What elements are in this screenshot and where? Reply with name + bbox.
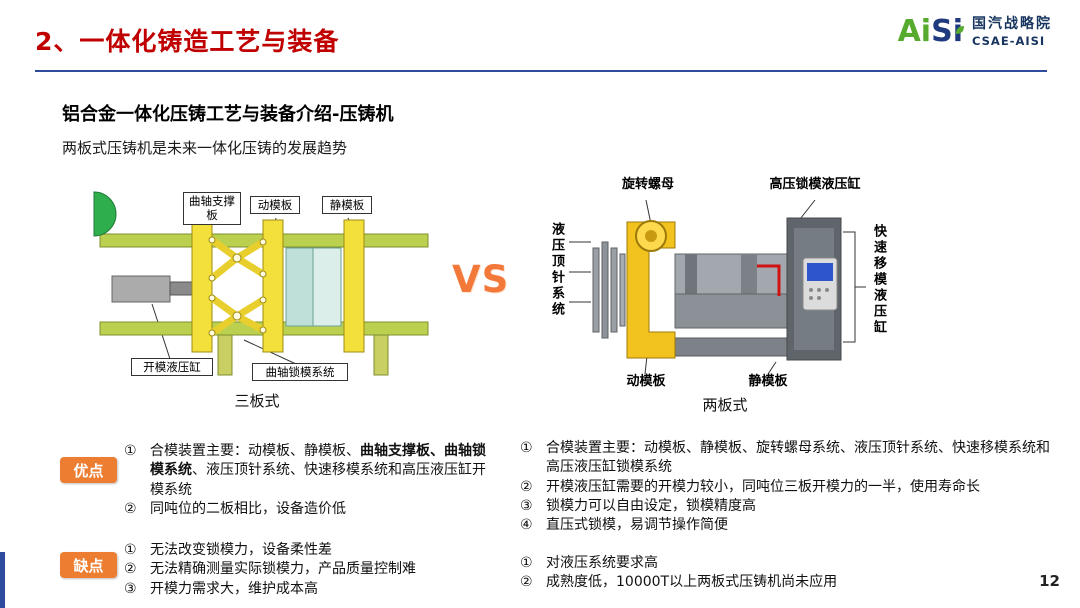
brand-letter: A bbox=[897, 13, 921, 49]
leaf-icon bbox=[955, 11, 965, 41]
label-static-platen: 静模板 bbox=[322, 196, 372, 215]
static-platen-shape bbox=[343, 219, 365, 353]
vs-label: VS bbox=[452, 258, 510, 301]
list-item: ③ 锁模力可以自由设定，锁模精度高 bbox=[520, 497, 1050, 516]
label-moving-platen: 动模板 bbox=[626, 374, 666, 389]
list-item: ② 同吨位的二板相比，设备造价低 bbox=[124, 500, 486, 519]
item-number: ③ bbox=[520, 497, 533, 514]
label-crank-lock-system: 曲轴锁模系统 bbox=[252, 363, 348, 382]
item-text: 成熟度低，10000T以上两板式压铸机尚未应用 bbox=[546, 574, 838, 591]
mold-half bbox=[312, 247, 342, 327]
item-number: ③ bbox=[124, 580, 137, 597]
label-moving-platen: 动模板 bbox=[250, 196, 300, 215]
control-panel bbox=[802, 257, 838, 311]
aisi-logo: AiSi bbox=[897, 13, 964, 49]
item-text-bold: 曲轴支撑板、曲轴锁模系统 bbox=[150, 443, 486, 479]
item-text: 无法精确测量实际锁模力，产品质量控制难 bbox=[150, 561, 416, 578]
section-heading: 铝合金一体化压铸工艺与装备介绍-压铸机 bbox=[62, 104, 394, 125]
two-plate-caption: 两板式 bbox=[702, 396, 748, 414]
list-item: ① 合模装置主要：动模板、静模板、旋转螺母系统、液压顶针系统、快速移模系统和高压… bbox=[520, 439, 1050, 478]
item-text-part: 合模装置主要：动模板、静模板、 bbox=[150, 443, 360, 459]
item-number: ④ bbox=[520, 517, 533, 534]
section-subtitle: 两板式压铸机是未来一体化压铸的发展趋势 bbox=[62, 139, 348, 157]
label-crank-support-plate: 曲轴支撑板 bbox=[183, 192, 241, 225]
org-text: 国汽战略院 CSAE-AISI bbox=[972, 16, 1052, 48]
open-cylinder-shape bbox=[111, 275, 171, 303]
org-abbr: CSAE-AISI bbox=[972, 33, 1046, 48]
item-text: 同吨位的二板相比，设备造价低 bbox=[150, 500, 346, 517]
cons-badge: 缺点 bbox=[60, 552, 117, 578]
item-text: 无法改变锁模力，设备柔性差 bbox=[150, 542, 332, 558]
item-number: ② bbox=[520, 574, 533, 591]
item-text: 合模装置主要：动模板、静模板、旋转螺母系统、液压顶针系统、快速移模系统和高压液压… bbox=[546, 440, 1050, 476]
header-divider bbox=[35, 70, 1047, 72]
two-plate-diagram: 旋转螺母 高压锁模液压缸 液压顶针系统 快速移模液压缸 动模板 静模板 两板式 bbox=[535, 170, 915, 414]
item-number: ① bbox=[124, 443, 137, 459]
mold-half bbox=[285, 247, 314, 327]
item-text: 锁模力可以自由设定，锁模精度高 bbox=[546, 497, 756, 514]
hydraulic-line bbox=[757, 264, 781, 296]
pros-left-list: ① 合模装置主要：动模板、静模板、曲轴支撑板、曲轴锁模系统、液压顶针系统、快速移… bbox=[124, 442, 486, 519]
label-fast-move-cylinder: 快速移模液压缸 bbox=[871, 224, 886, 336]
three-plate-caption: 三板式 bbox=[234, 392, 280, 410]
list-item: ① 无法改变锁模力，设备柔性差 bbox=[124, 541, 486, 560]
list-item: ② 无法精确测量实际锁模力，产品质量控制难 bbox=[124, 560, 486, 579]
left-edge-accent bbox=[0, 552, 5, 608]
list-item: ② 开模液压缸需要的开模力较小，同吨位三板开模力的一半，使用寿命长 bbox=[520, 478, 1050, 497]
list-item: ③ 开模力需求大，维护成本高 bbox=[124, 580, 486, 599]
item-text: 开模力需求大，维护成本高 bbox=[150, 580, 318, 597]
cons-right-list: ① 对液压系统要求高 ② 成熟度低，10000T以上两板式压铸机尚未应用 bbox=[520, 554, 1050, 593]
item-number: ② bbox=[520, 478, 533, 495]
moving-platen-shape bbox=[262, 219, 284, 353]
item-number: ② bbox=[124, 500, 137, 517]
list-item: ② 成熟度低，10000T以上两板式压铸机尚未应用 bbox=[520, 573, 1050, 592]
item-text-part: 、液压顶针系统、快速移模系统和高压液压缸开模系统 bbox=[150, 462, 486, 498]
list-item: ④ 直压式锁模，易调节操作简便 bbox=[520, 516, 1050, 535]
label-rotating-nut: 旋转螺母 bbox=[621, 177, 674, 192]
three-plate-machine-art bbox=[93, 191, 429, 376]
brand-letter: i bbox=[920, 13, 932, 49]
item-number: ① bbox=[124, 542, 137, 558]
item-number: ① bbox=[520, 440, 533, 456]
slide-title: 2、一体化铸造工艺与装备 bbox=[35, 27, 340, 56]
label-static-platen: 静模板 bbox=[748, 374, 788, 389]
brand-letter: S bbox=[931, 13, 953, 49]
pros-badge: 优点 bbox=[60, 457, 117, 483]
org-logo: AiSi 国汽战略院 CSAE-AISI bbox=[898, 16, 1052, 48]
pros-right-list: ① 合模装置主要：动模板、静模板、旋转螺母系统、液压顶针系统、快速移模系统和高压… bbox=[520, 439, 1050, 536]
item-number: ① bbox=[520, 555, 533, 571]
three-plate-diagram: 曲轴支撑板 动模板 静模板 开模液压缸 曲轴锁模系统 三板式 bbox=[82, 170, 432, 410]
injection-unit bbox=[93, 191, 117, 237]
item-text: 合模装置主要：动模板、静模板、曲轴支撑板、曲轴锁模系统、液压顶针系统、快速移模系… bbox=[150, 442, 486, 500]
cons-left-list: ① 无法改变锁模力，设备柔性差 ② 无法精确测量实际锁模力，产品质量控制难 ③ … bbox=[124, 541, 486, 599]
two-plate-machine-art bbox=[569, 199, 866, 375]
c-frame bbox=[626, 221, 676, 359]
list-item: ① 合模装置主要：动模板、静模板、曲轴支撑板、曲轴锁模系统、液压顶针系统、快速移… bbox=[124, 442, 486, 500]
page-number: 12 bbox=[1039, 572, 1060, 590]
item-text: 开模液压缸需要的开模力较小，同吨位三板开模力的一半，使用寿命长 bbox=[546, 478, 980, 495]
org-name: 国汽战略院 bbox=[972, 16, 1052, 32]
label-hp-lock-cylinder: 高压锁模液压缸 bbox=[769, 177, 861, 192]
label-mold-open-cylinder: 开模液压缸 bbox=[131, 358, 213, 377]
item-text: 直压式锁模，易调节操作简便 bbox=[546, 517, 728, 534]
item-number: ② bbox=[124, 561, 137, 578]
ejector-plate-stack bbox=[592, 241, 626, 339]
item-text: 对液压系统要求高 bbox=[546, 555, 658, 571]
label-ejector-system: 液压顶针系统 bbox=[549, 222, 564, 318]
list-item: ① 对液压系统要求高 bbox=[520, 554, 1050, 573]
